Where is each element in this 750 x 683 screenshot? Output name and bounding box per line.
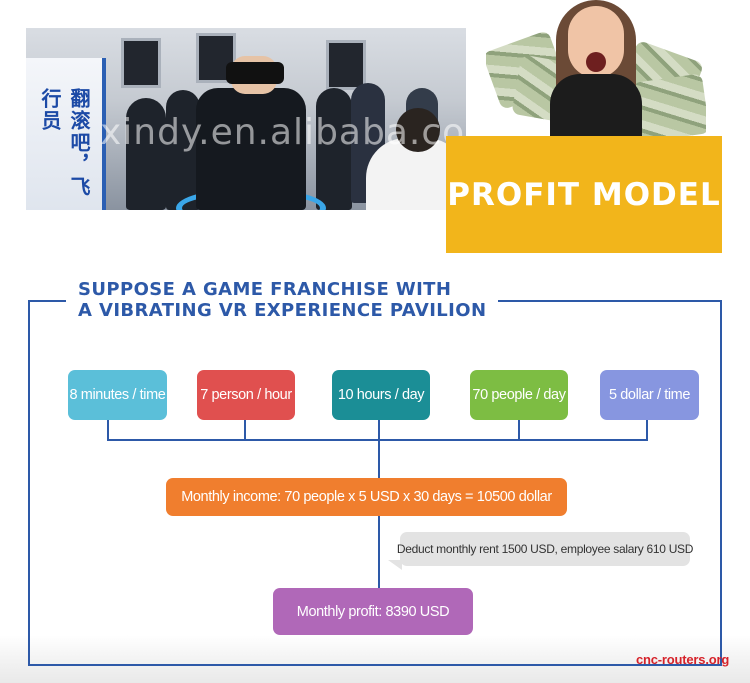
visitor bbox=[316, 88, 352, 210]
connector bbox=[378, 515, 380, 590]
site-watermark: cnc-routers.org bbox=[636, 652, 730, 667]
display-screen bbox=[326, 40, 366, 90]
woman-body bbox=[550, 74, 642, 140]
connector bbox=[107, 419, 109, 440]
visitor bbox=[166, 90, 200, 210]
staff-head bbox=[396, 108, 440, 152]
connector bbox=[518, 419, 520, 440]
profit-model-banner: PROFIT MODEL bbox=[446, 136, 722, 253]
visitor bbox=[126, 98, 166, 210]
deduction-note: Deduct monthly rent 1500 USD, employee s… bbox=[396, 532, 694, 566]
factor-box-price: 5 dollar / time bbox=[600, 370, 699, 420]
heading-line-2: A VIBRATING VR EXPERIENCE PAVILION bbox=[78, 300, 487, 321]
connector bbox=[378, 439, 380, 479]
deduction-label: Deduct monthly rent 1500 USD, employee s… bbox=[396, 542, 694, 556]
cash-fan-right bbox=[632, 73, 706, 140]
factor-box-visitors: 70 people / day bbox=[470, 370, 568, 420]
vr-player bbox=[196, 88, 306, 210]
connector-bus bbox=[107, 439, 648, 441]
footer-band bbox=[0, 635, 750, 683]
factor-box-hours: 10 hours / day bbox=[332, 370, 430, 420]
connector bbox=[244, 419, 246, 440]
note-tail bbox=[388, 560, 402, 570]
profit-model-title: PROFIT MODEL bbox=[447, 176, 721, 213]
woman-mouth bbox=[586, 52, 606, 72]
vr-expo-photo: 翻滚吧，飞行员 bbox=[26, 28, 466, 210]
factor-label: 70 people / day bbox=[472, 387, 566, 403]
monthly-profit-box: Monthly profit: 8390 USD bbox=[273, 588, 473, 635]
booth-panel bbox=[26, 58, 106, 210]
monthly-income-label: Monthly income: 70 people x 5 USD x 30 d… bbox=[181, 489, 552, 505]
watermark-text: xindy.en.alibaba.com bbox=[100, 112, 502, 153]
factor-label: 8 minutes / time bbox=[69, 387, 166, 403]
monthly-income-box: Monthly income: 70 people x 5 USD x 30 d… bbox=[166, 478, 567, 516]
factor-box-duration: 8 minutes / time bbox=[68, 370, 167, 420]
booth-sign-text: 翻滚吧，飞行员 bbox=[38, 88, 91, 198]
display-screen bbox=[121, 38, 161, 88]
section-heading: SUPPOSE A GAME FRANCHISE WITH A VIBRATIN… bbox=[66, 279, 499, 321]
factor-label: 7 person / hour bbox=[200, 387, 292, 403]
monthly-profit-label: Monthly profit: 8390 USD bbox=[296, 603, 450, 620]
heading-line-1: SUPPOSE A GAME FRANCHISE WITH bbox=[78, 279, 452, 300]
factor-box-throughput: 7 person / hour bbox=[197, 370, 295, 420]
factor-label: 10 hours / day bbox=[337, 387, 425, 403]
vr-headset-icon bbox=[226, 62, 284, 84]
connector bbox=[378, 419, 380, 440]
factor-label: 5 dollar / time bbox=[608, 387, 691, 403]
money-woman-photo bbox=[486, 0, 706, 140]
connector bbox=[646, 419, 648, 440]
